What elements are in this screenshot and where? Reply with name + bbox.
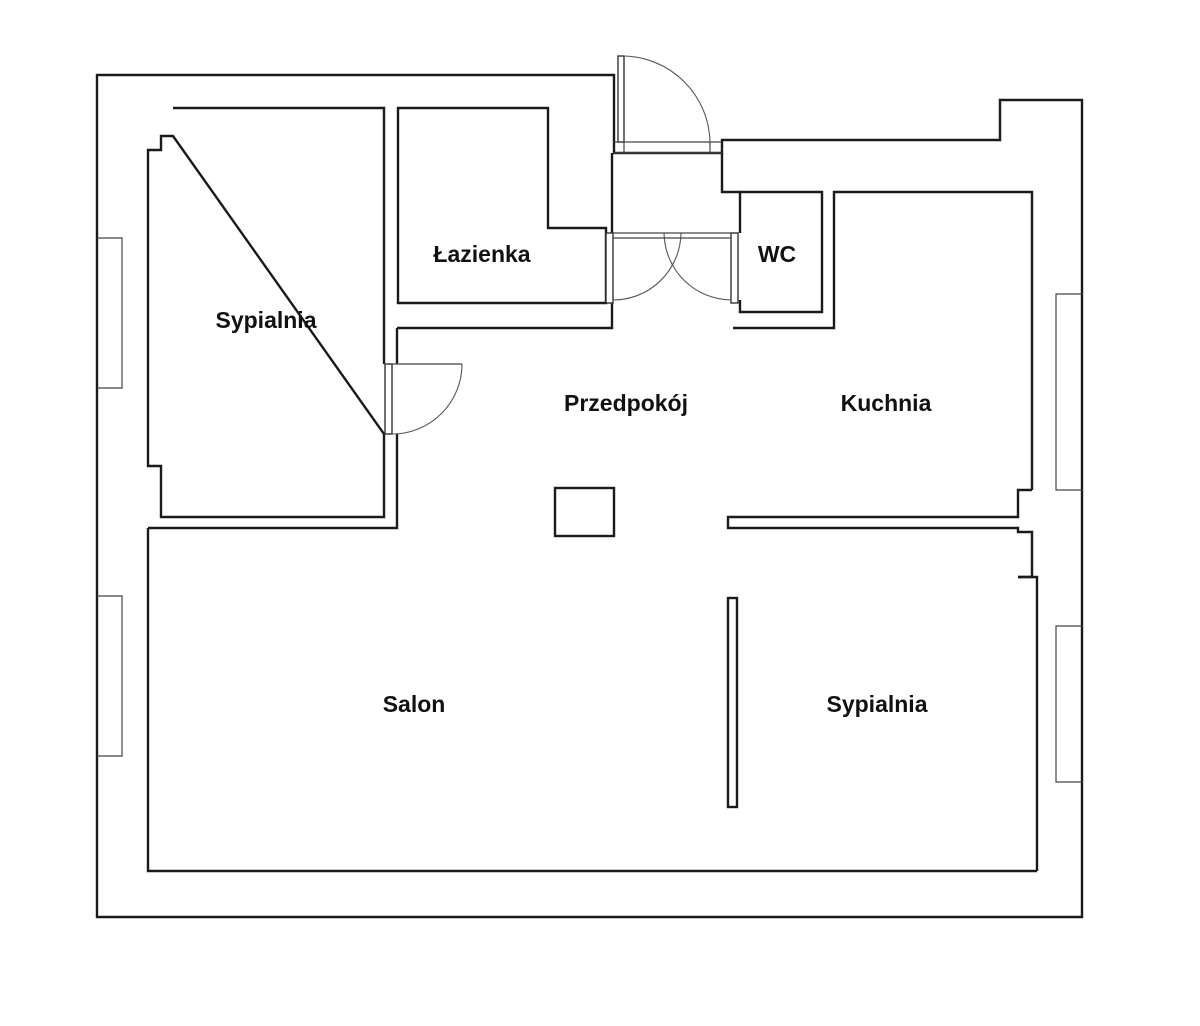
label-bedroom-right: Sypialnia: [827, 691, 928, 717]
entry-door-swing-icon: [623, 55, 711, 143]
label-living-room: Salon: [383, 691, 446, 717]
bathroom-door-swing-icon: [612, 232, 682, 301]
kitchen: [726, 488, 1039, 871]
label-bathroom: Łazienka: [433, 241, 530, 267]
label-kitchen: Kuchnia: [841, 390, 932, 416]
chimney-block: [553, 486, 616, 538]
bedroom-door-swing-icon: [391, 363, 463, 435]
entrance: [610, 55, 742, 233]
wc-room: [733, 190, 1034, 490]
living-room: [146, 517, 1037, 873]
label-bedroom-left: Sypialnia: [216, 307, 317, 333]
room-labels: Sypialnia Łazienka WC Przedpokój Kuchnia…: [216, 241, 932, 717]
inner-doors: [384, 232, 739, 435]
wc-door-swing-icon: [663, 232, 732, 301]
bedroom-door-leaf[interactable]: [384, 363, 393, 435]
label-wc: WC: [758, 241, 796, 267]
wc-door-leaf[interactable]: [730, 232, 739, 304]
entry-door-leaf[interactable]: [617, 55, 625, 143]
outer-walls: [95, 73, 1084, 919]
bedroom-left: [146, 106, 399, 519]
partition-wall: [726, 596, 739, 809]
bathroom: [396, 106, 614, 330]
label-hall: Przedpokój: [564, 390, 688, 416]
bathroom-door-leaf[interactable]: [605, 232, 614, 304]
